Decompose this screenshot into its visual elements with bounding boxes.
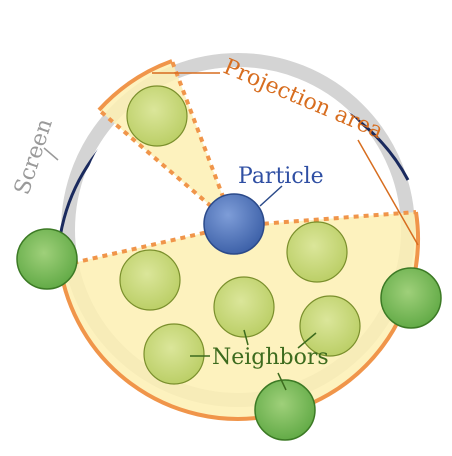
neighbors-leader [243, 329, 249, 346]
neighbors-label: Neighbors [212, 345, 329, 370]
neighbor-circle [286, 221, 348, 283]
neighbor-circle [126, 85, 188, 147]
outside-neighbor-circle [254, 379, 316, 441]
neighbor-circle [119, 249, 181, 311]
neighbor-circle [213, 276, 275, 338]
projection-leader-right [357, 139, 419, 246]
outside-neighbor-circle [16, 228, 78, 290]
neighbors-leader [297, 332, 317, 349]
projection-arc-upper [97, 59, 173, 112]
screen-label: Screen [10, 116, 58, 198]
particle-label: Particle [238, 164, 324, 189]
screen-leader [43, 147, 59, 161]
particle-leader [259, 185, 283, 207]
outside-neighbor-circle [380, 267, 442, 329]
neighbors-leader [277, 372, 287, 391]
particle-circle [203, 193, 265, 255]
neighbor-circle [143, 323, 205, 385]
neighbor-circle [299, 295, 361, 357]
